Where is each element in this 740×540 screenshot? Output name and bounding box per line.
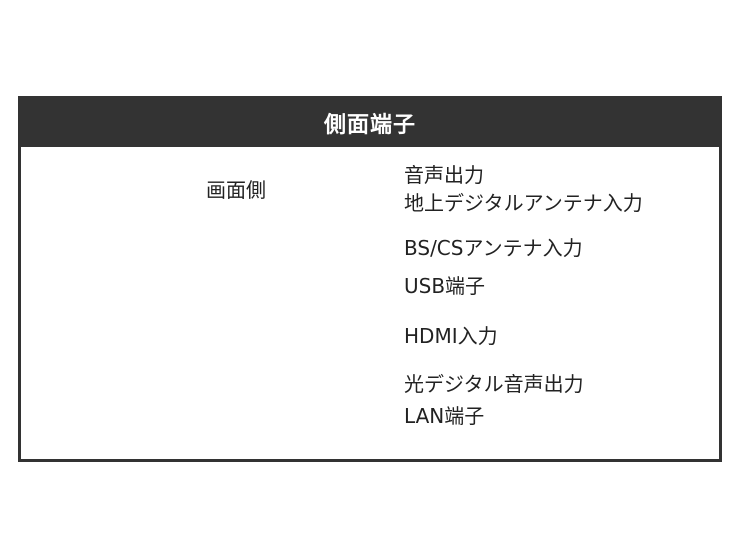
screen-side-label: 画面側 xyxy=(206,178,266,202)
port-label-terrestrial-antenna: 地上デジタルアンテナ入力 xyxy=(404,191,643,215)
port-label-audio-out: 音声出力 xyxy=(404,163,484,187)
page-title: 側面端子 xyxy=(21,99,719,147)
port-label-optical-audio: 光デジタル音声出力 xyxy=(404,372,584,396)
port-label-hdmi: HDMI入力 xyxy=(404,324,498,348)
port-label-lan: LAN端子 xyxy=(404,404,485,428)
port-label-bs-cs-antenna: BS/CSアンテナ入力 xyxy=(404,236,583,260)
terminal-frame: 側面端子 xyxy=(18,96,722,462)
port-label-usb: USB端子 xyxy=(404,274,486,298)
